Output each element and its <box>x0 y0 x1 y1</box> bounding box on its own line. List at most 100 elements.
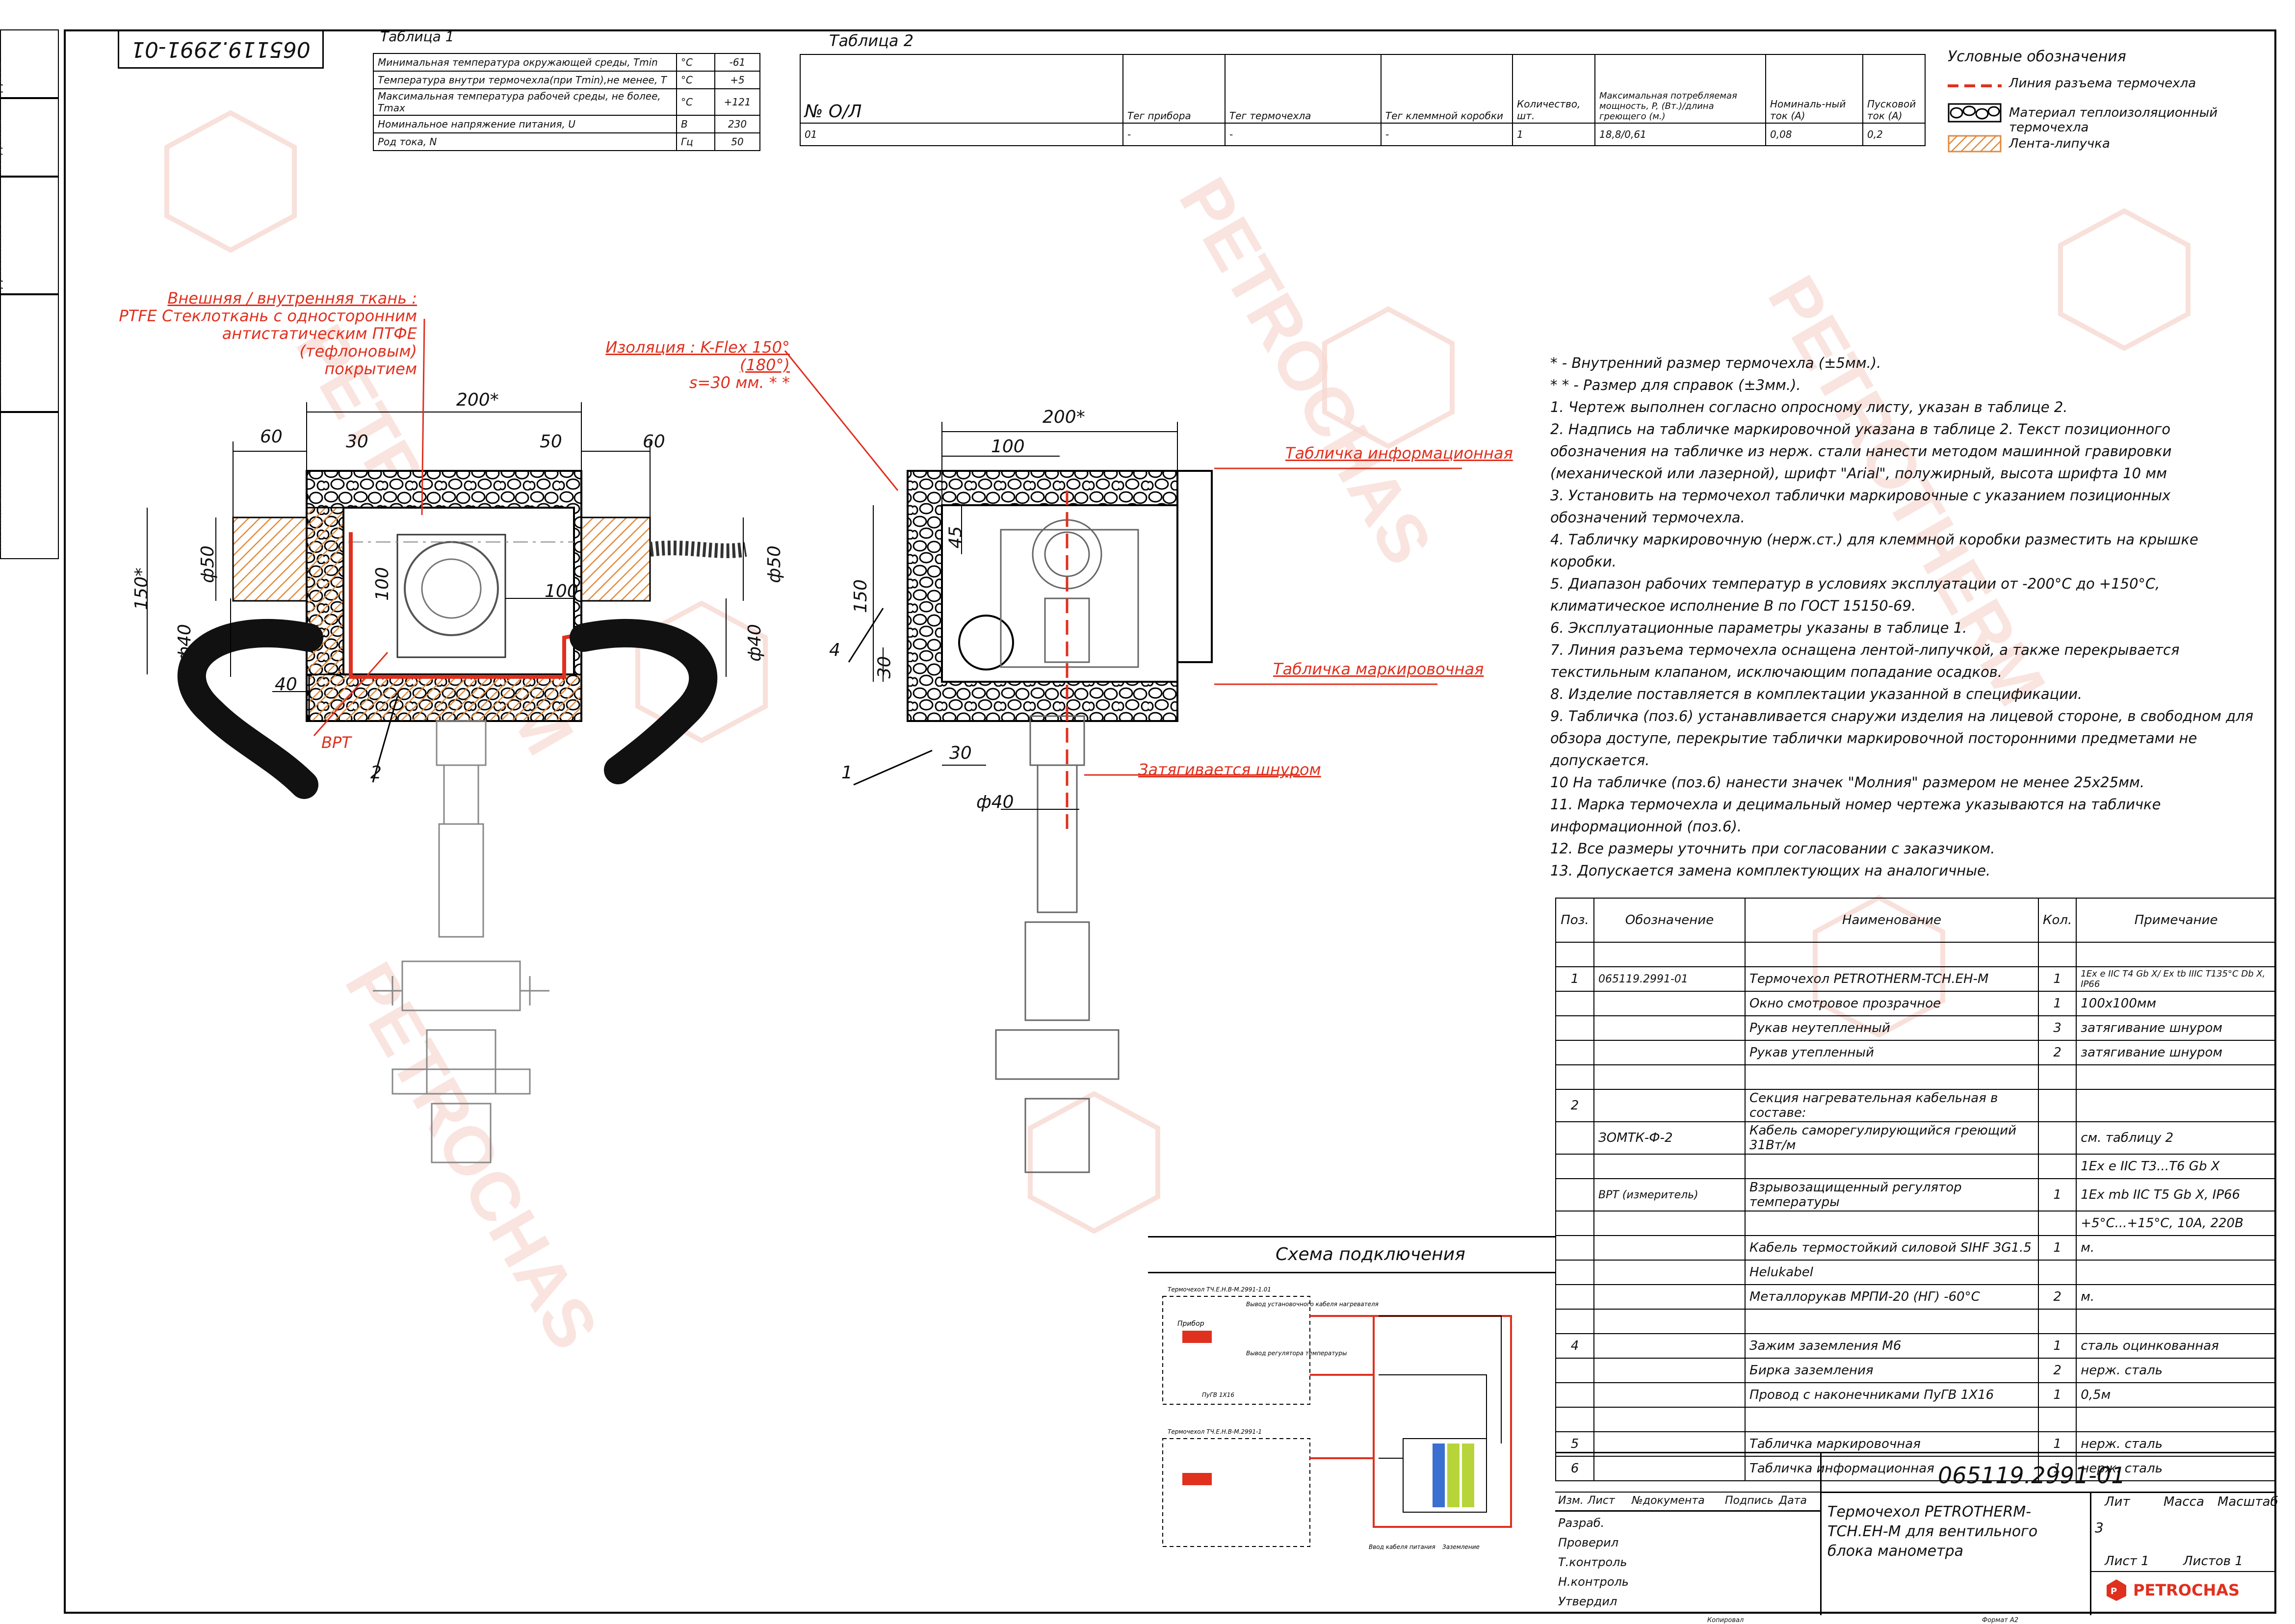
stamp-sheets: Листов 1 <box>2183 1554 2243 1569</box>
position-1: 1 <box>841 763 853 783</box>
table-cell: 100х100мм <box>2076 991 2276 1016</box>
table-row <box>1555 1064 2276 1090</box>
table-cell: Окно смотровое прозрачное <box>1745 991 2039 1016</box>
note-line: 6. Эксплуатационные параметры указаны в … <box>1550 619 1967 636</box>
table-cell <box>1593 1260 1746 1285</box>
table-header: № О/Л <box>800 54 1123 124</box>
table-row <box>1555 942 2276 967</box>
notes-block: * - Внутренний размер термочехла (±5мм.)… <box>1550 352 2257 882</box>
table-cell: Зажим заземления М6 <box>1745 1333 2039 1359</box>
revision-header: №документа <box>1632 1495 1705 1507</box>
revision-area: Изм. Лист №документа Подпись Дата Разраб… <box>1555 1453 1822 1615</box>
table-cell: 0,5м <box>2076 1382 2276 1408</box>
table-cell: 3 <box>2037 1015 2077 1041</box>
stamp-code: 065119.2991-01 <box>1938 1462 2126 1489</box>
fabric-callout: Внешняя / внутренняя ткань : PTFE Стекло… <box>113 289 417 378</box>
table-cell: Кабель саморегулирующийся греющий 31Вт/м <box>1745 1121 2039 1155</box>
table-header: Тег термочехла <box>1225 54 1382 124</box>
note-line: 12. Все размеры уточнить при согласовани… <box>1550 840 1995 857</box>
table-cell: - <box>1122 123 1226 146</box>
table-cell: 2 <box>1555 1089 1594 1122</box>
stamp-lit-label: Лит <box>2105 1495 2130 1509</box>
revision-header: Лист <box>1588 1495 1615 1507</box>
schema-label: Вывод установочного кабеля нагревателя <box>1246 1301 1379 1308</box>
table-cell <box>1745 1154 2039 1179</box>
table-cell <box>1555 1064 1594 1090</box>
insulated-hose-right <box>570 619 718 784</box>
table-cell <box>2037 1260 2077 1285</box>
table-cell <box>1555 1358 1594 1383</box>
table-cell: ЗОМТК-Ф-2 <box>1593 1121 1746 1155</box>
table-header: Тег клеммной коробки <box>1381 54 1513 124</box>
table-header: Количество, шт. <box>1512 54 1595 124</box>
table-cell <box>1745 942 2039 967</box>
table-cell <box>1745 1309 2039 1334</box>
table-header: Тег прибора <box>1122 54 1226 124</box>
specification-table: Поз. Обозначение Наименование Кол. Приме… <box>1555 898 2276 1481</box>
stamp-mass-label: Масса <box>2164 1495 2204 1509</box>
note-line: 8. Изделие поставляется в комплектации у… <box>1550 686 2083 702</box>
format-label: Формат А2 <box>1982 1617 2019 1624</box>
table-cell: 50 <box>714 132 760 151</box>
dim-150-left: 150* <box>131 567 152 610</box>
revision-header: Подпись <box>1725 1495 1773 1507</box>
callout-line: Внешняя / внутренняя ткань : <box>167 289 417 308</box>
table-header: Наименование <box>1745 898 2039 943</box>
role-label: Проверил <box>1558 1536 1619 1549</box>
dim-width-right: 200* <box>1043 407 1085 427</box>
schema-label: Заземление <box>1442 1544 1480 1550</box>
table-cell: Секция нагревательная кабельная в состав… <box>1745 1089 2039 1122</box>
table-cell: затягивание шнуром <box>2076 1015 2276 1041</box>
table-cell: Номинальное напряжение питания, U <box>373 115 677 133</box>
table-header: Номиналь-ный ток (А) <box>1765 54 1863 124</box>
table-cell: Бирка заземления <box>1745 1358 2039 1383</box>
table2: № О/Л Тег прибора Тег термочехла Тег кле… <box>800 54 1926 146</box>
legend-item-line: Линия разъема термочехла <box>2009 76 2196 91</box>
legend-insulation-icon <box>1948 103 2002 123</box>
table-cell <box>1555 991 1594 1016</box>
table-cell: нерж. сталь <box>2076 1358 2276 1383</box>
role-label: Т.контроль <box>1558 1555 1627 1569</box>
sidebar-cell-position: Должность <box>0 177 59 294</box>
table-cell: 0,08 <box>1765 123 1863 146</box>
table-cell: сталь оцинкованная <box>2076 1333 2276 1359</box>
position-2: 2 <box>370 763 382 783</box>
table-cell: Рукав неутепленный <box>1745 1015 2039 1041</box>
dim-100-horizontal: 100 <box>545 581 578 601</box>
roles-list: Разраб. Проверил Т.контроль Н.контроль У… <box>1558 1513 1629 1611</box>
table-cell: 0,2 <box>1862 123 1926 146</box>
table-row: +5°С...+15°С, 10А, 220В <box>1555 1211 2276 1236</box>
table-cell: Температура внутри термочехла(при Tmin),… <box>373 71 677 89</box>
dim-phi40-left: ф40 <box>174 624 195 662</box>
note-line: 9. Табличка (поз.6) устанавливается снар… <box>1550 708 2254 769</box>
table-header: Примечание <box>2076 898 2276 943</box>
table-cell <box>1745 1064 2039 1090</box>
table-cell <box>1555 1154 1594 1179</box>
table-cell <box>2037 1211 2077 1236</box>
table-cell <box>2076 1089 2276 1122</box>
table-row <box>1555 1309 2276 1334</box>
stamp-scale-label: Масштаб <box>2217 1495 2278 1509</box>
table-cell: Гц <box>676 132 715 151</box>
table-cell <box>2076 1260 2276 1285</box>
table-cell: +5 <box>714 71 760 89</box>
table2-title: Таблица 2 <box>829 31 914 50</box>
table-cell: Табличка информационная <box>1745 1456 2039 1481</box>
stamp-title: Термочехол PETROTHERM-TCH.EH-M для венти… <box>1827 1503 2038 1560</box>
note-line: 7. Линия разъема термочехла оснащена лен… <box>1550 642 2180 680</box>
table-cell: Максимальная температура рабочей среды, … <box>373 88 677 116</box>
schema-label: Термочехол ТЧ.Е.Н.В-М.2991-1 <box>1168 1428 1262 1435</box>
table-cell <box>1593 1015 1746 1041</box>
table-cell <box>1555 1407 1594 1432</box>
table-cell: - <box>1225 123 1382 146</box>
note-line: * * - Размер для справок (±3мм.). <box>1550 377 1801 393</box>
stamp-lit-value: 3 <box>2095 1520 2104 1536</box>
table-cell: - <box>1381 123 1513 146</box>
company-logo: P PETROCHAS <box>2105 1578 2240 1602</box>
dim-phi40-bottom: ф40 <box>976 792 1014 812</box>
dim-100-vertical: 100 <box>372 567 392 601</box>
table-cell: 18,8/0,61 <box>1594 123 1766 146</box>
